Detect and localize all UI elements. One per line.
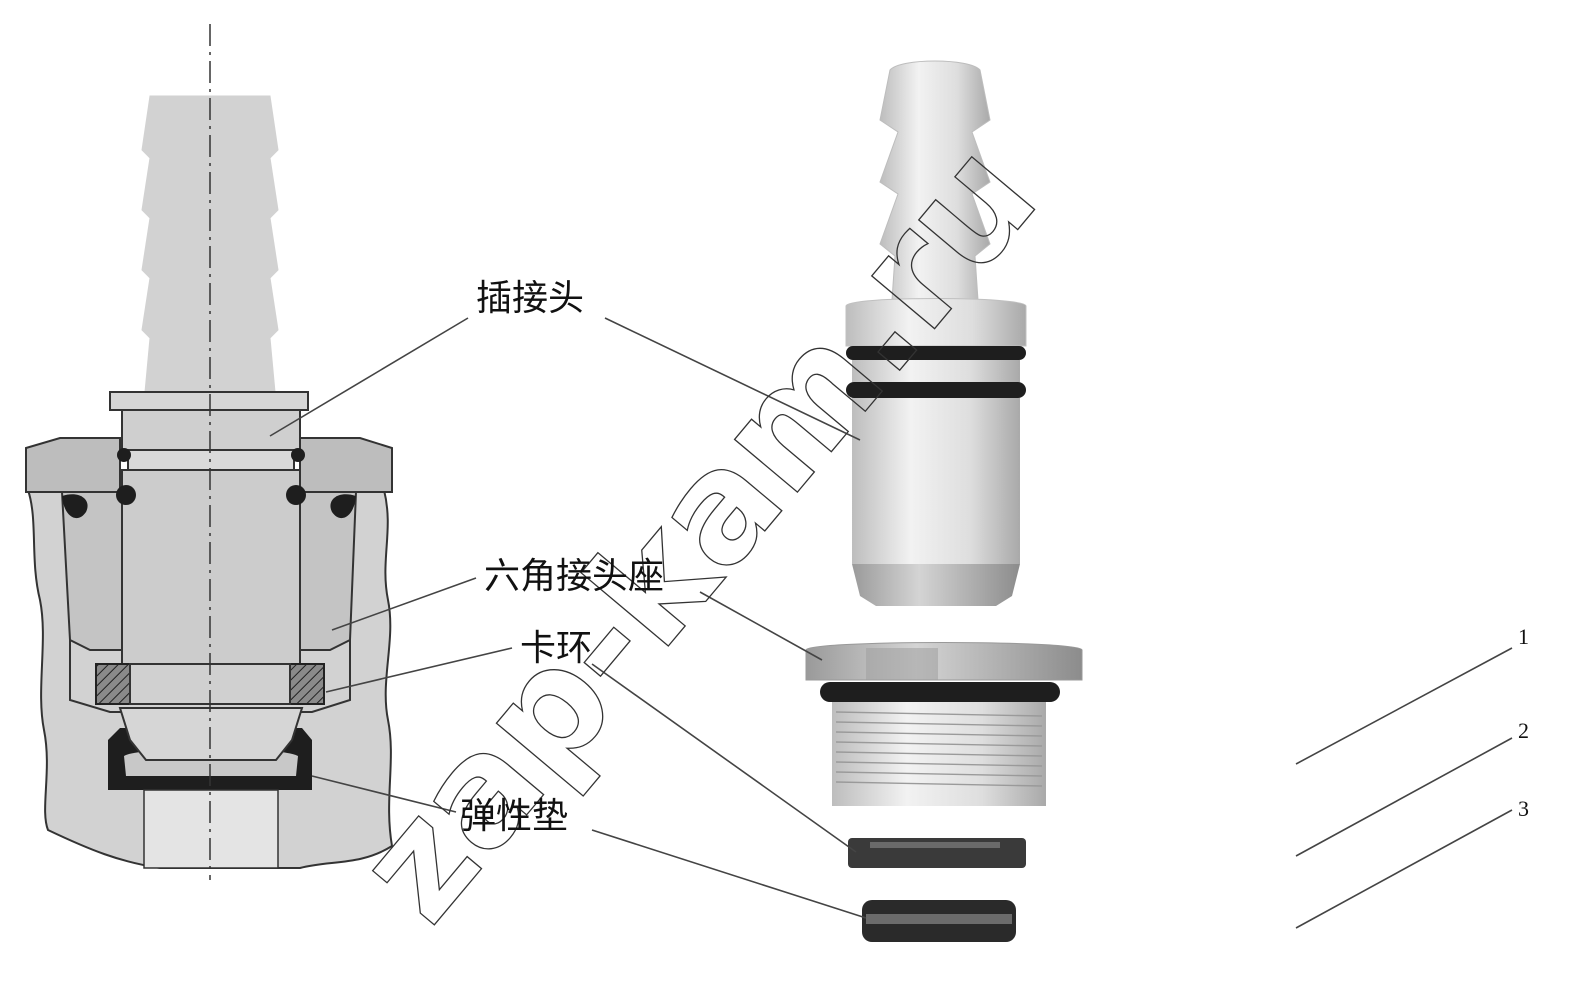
- plug-groove: [127, 449, 295, 471]
- leader-gasket-left: [311, 775, 457, 813]
- gasket-part-band: [866, 914, 1012, 924]
- leader-item-2: [1295, 737, 1513, 857]
- snap-ring-left: [95, 663, 131, 705]
- label-snap-ring: 卡环: [520, 628, 592, 669]
- leader-snap-left: [325, 647, 513, 693]
- leader-plug-left: [269, 317, 469, 437]
- plug-part-body: [852, 398, 1020, 564]
- leader-gasket-right: [591, 829, 867, 919]
- snap-ring-right: [289, 663, 325, 705]
- hex-seat-part-face: [866, 648, 938, 680]
- item-number-2: 2: [1518, 718, 1529, 743]
- oring-1-left: [117, 448, 131, 462]
- hex-seat-flange-right: [299, 437, 393, 493]
- plug-part-ring-gap: [852, 360, 1020, 382]
- leader-item-3: [1295, 809, 1513, 929]
- label-hex-connector-seat: 六角接头座: [484, 556, 664, 597]
- plug-part-barb: [879, 60, 991, 301]
- thread-lines: [835, 711, 1043, 787]
- exploded-view: [805, 60, 1083, 942]
- leader-lines: [269, 317, 1513, 929]
- section-view: [25, 24, 394, 880]
- leader-hex-right: [699, 591, 823, 661]
- outer-seal-left: [62, 494, 88, 519]
- leader-plug-right: [604, 317, 861, 441]
- plug-nose: [118, 707, 304, 761]
- plug-body-lower: [121, 469, 301, 665]
- hex-seat-flange: [25, 437, 121, 493]
- leader-item-1: [1295, 647, 1513, 765]
- plug-part-oring-1: [846, 346, 1026, 360]
- oring-2-right: [286, 485, 306, 505]
- label-plug-connector: 插接头: [476, 278, 584, 319]
- plug-part-nose: [852, 564, 1020, 606]
- plug-body-upper: [121, 409, 301, 451]
- label-elastic-gasket: 弹性垫: [460, 796, 568, 837]
- plug-part-flange: [845, 298, 1027, 347]
- plug-part-oring-2: [846, 382, 1026, 398]
- snap-ring-part-highlight: [870, 842, 1000, 848]
- hex-seat-part-oring: [820, 682, 1060, 702]
- hex-seat-part-top: [805, 642, 1083, 681]
- item-number-1: 1: [1518, 624, 1529, 649]
- plug-collar: [109, 391, 309, 411]
- oring-2-left: [116, 485, 136, 505]
- hex-seat-wall-left: [60, 491, 123, 651]
- outer-seal-right: [330, 494, 356, 519]
- leader-hex-left: [331, 577, 477, 631]
- oring-1-right: [291, 448, 305, 462]
- leader-snap-right: [591, 663, 857, 853]
- lower-bore: [143, 789, 279, 869]
- item-number-3: 3: [1518, 796, 1529, 821]
